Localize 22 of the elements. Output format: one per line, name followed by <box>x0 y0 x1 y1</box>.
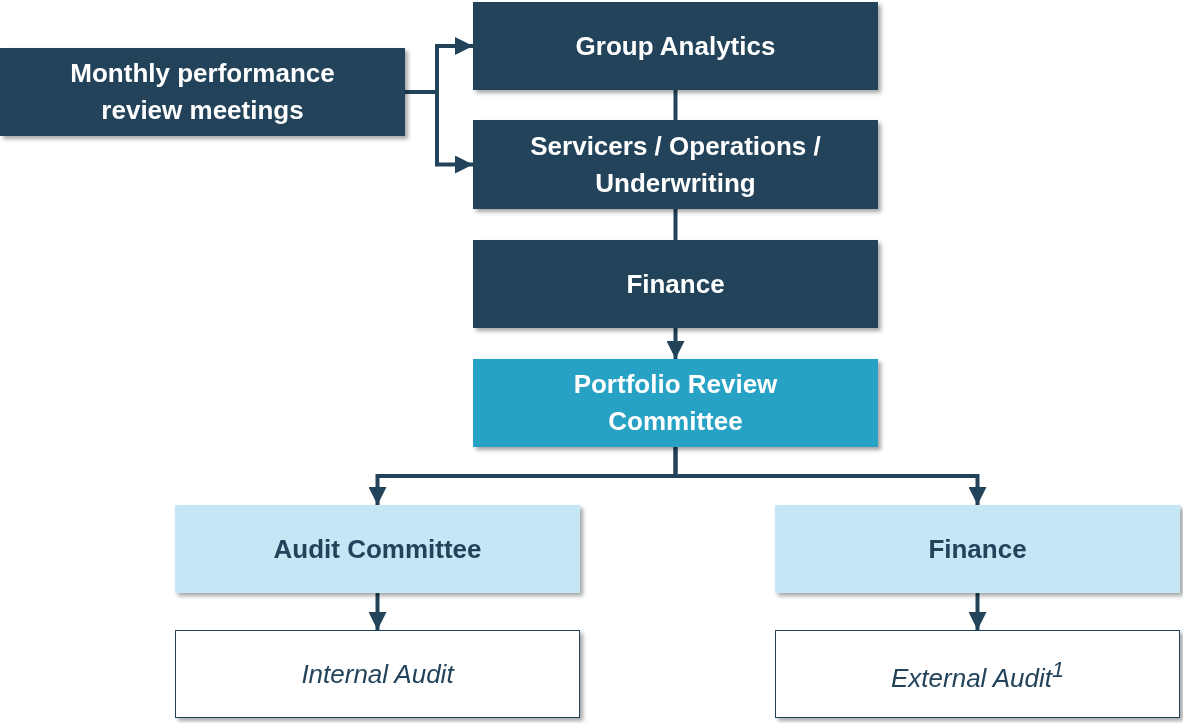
audit-box <box>175 630 580 718</box>
connector-arrow <box>673 447 987 505</box>
box-label: Group Analytics <box>575 29 776 63</box>
box-label: Finance <box>626 267 725 301</box>
box-label: Servicers / Operations / Underwriting <box>529 129 822 200</box>
box-label: External Audit$^{1}$ <box>891 656 1064 695</box>
connector-arrow <box>368 593 387 630</box>
connector-arrow <box>968 593 987 630</box>
process-box <box>473 240 878 328</box>
box-label: Audit Committee <box>273 532 482 566</box>
box-label: Finance <box>928 532 1027 566</box>
committee-box <box>775 505 1180 593</box>
committee-box <box>473 359 878 447</box>
audit-box <box>775 630 1180 718</box>
box-label: Monthly performance review meetings <box>69 57 336 127</box>
process-box <box>473 2 878 90</box>
box-label: Portfolio Review Committee <box>572 368 779 438</box>
process-box <box>0 48 405 136</box>
process-box <box>473 120 878 209</box>
box-label: Internal Audit <box>301 657 454 691</box>
connector-arrow <box>666 328 685 359</box>
committee-box <box>175 505 580 593</box>
